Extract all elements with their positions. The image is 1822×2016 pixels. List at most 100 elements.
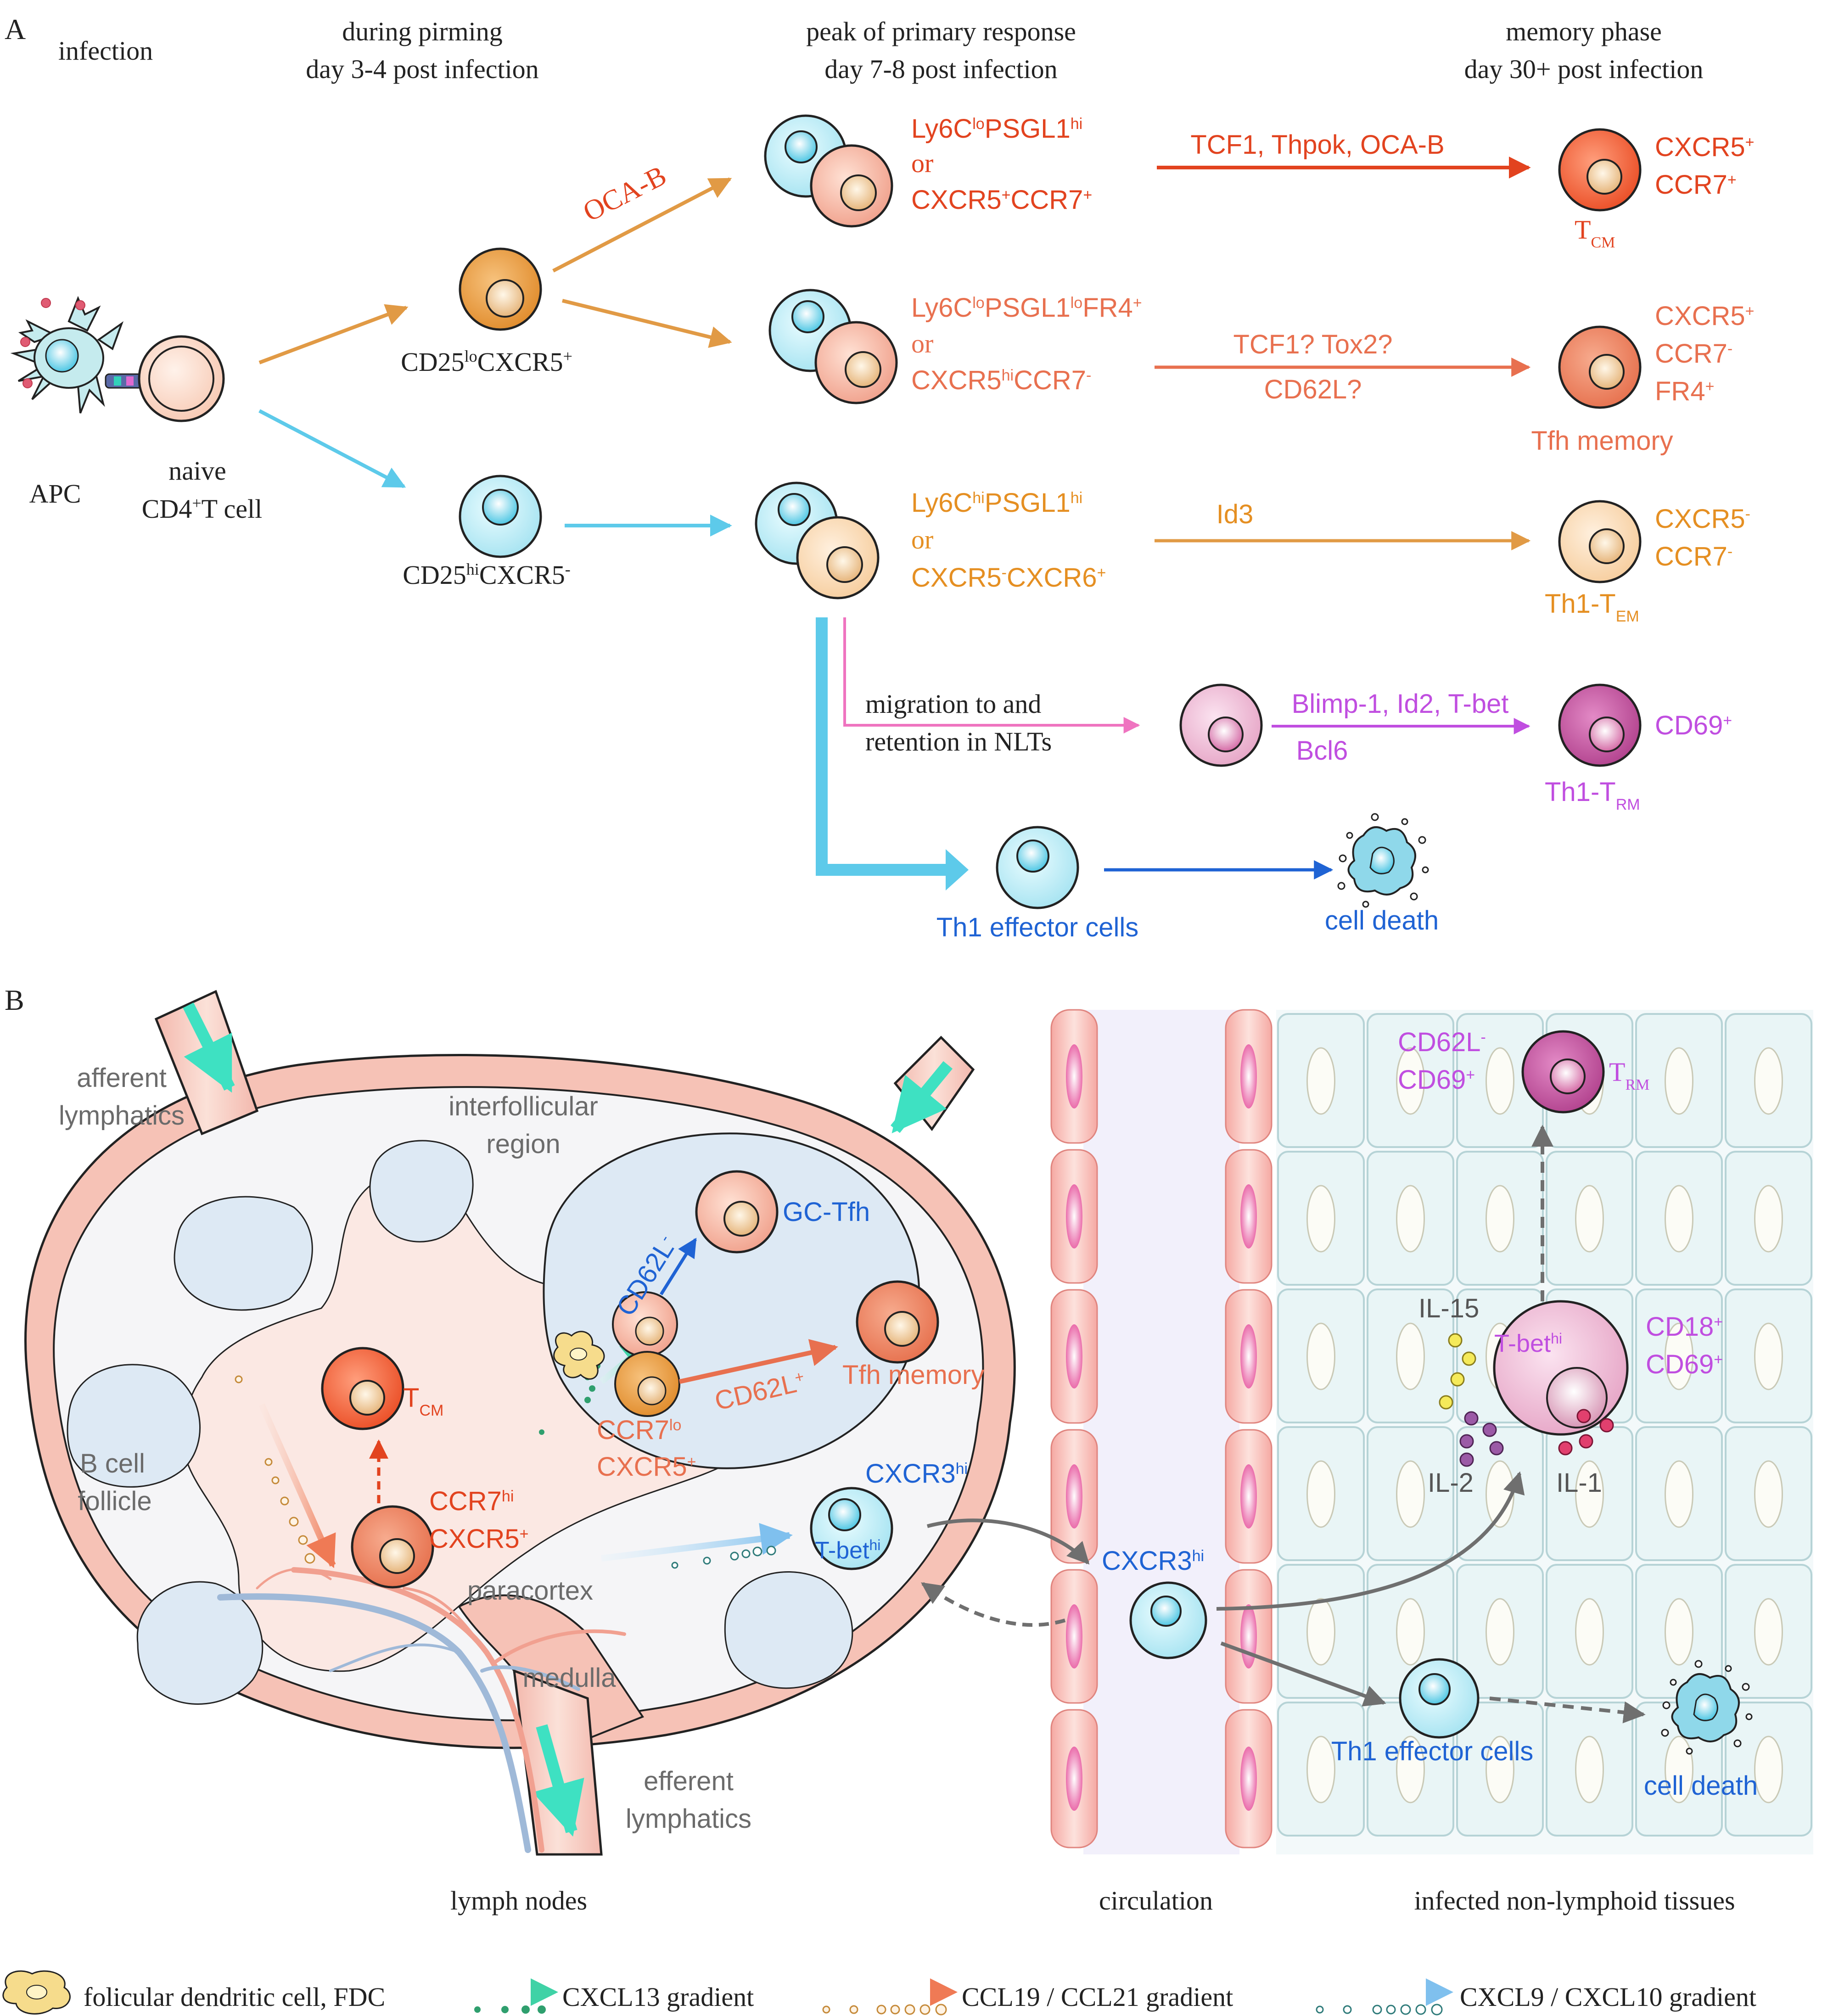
tcm-memory-name: TCM bbox=[1575, 215, 1615, 251]
tissue-cell-nucleus bbox=[1575, 1736, 1604, 1803]
blood-vessel bbox=[1050, 1009, 1273, 1854]
legend-fdc-icon bbox=[2, 1970, 71, 2015]
arrow-to-ln-tfh-memory bbox=[678, 1339, 838, 1384]
nlt-migrated-cell bbox=[1179, 683, 1263, 767]
cd25hi-label: CD25hiCXCR5- bbox=[403, 560, 571, 590]
cxcl9-dots bbox=[671, 1546, 776, 1569]
tissue-trm-cell bbox=[1521, 1030, 1605, 1114]
tfh-memory-marker1: CXCR5+ bbox=[1655, 301, 1754, 331]
tissue-cell-nucleus bbox=[1754, 1185, 1783, 1253]
circ-cxcr3hi-label: CXCR3hi bbox=[1102, 1546, 1204, 1576]
tcm-memory-marker2: CCR7+ bbox=[1655, 170, 1737, 200]
afferent-label-line2: lymphatics bbox=[59, 1101, 185, 1131]
tissue-cell-nucleus bbox=[1396, 1322, 1425, 1390]
tfh-pop-line1: Ly6CloPSGL1loFR4+ bbox=[911, 293, 1142, 323]
tfh-precursor-labels: Ly6CloPSGL1loFR4+ or CXCR5hiCCR7- bbox=[911, 293, 1142, 395]
arrow-tfh-factors-line2: CD62L? bbox=[1264, 375, 1362, 404]
efferent-label-line1: efferent bbox=[644, 1766, 734, 1796]
tcm-memory-labels: CXCR5+ CCR7+ TCM bbox=[1575, 132, 1754, 251]
tissue-cell-nucleus bbox=[1754, 1322, 1783, 1390]
tissue-cell-nucleus bbox=[1486, 1185, 1514, 1253]
legend-fdc-label: folicular dendritic cell, FDC bbox=[84, 1982, 385, 2012]
legend-cxcl13-dots bbox=[474, 2005, 546, 2014]
migration-label-line2: retention in NLTs bbox=[865, 727, 1052, 756]
tcm-memory-marker1: CXCR5+ bbox=[1655, 132, 1754, 162]
legend: folicular dendritic cell, FDC CXCL13 gra… bbox=[2, 1970, 1756, 2016]
arrow-circulation-to-effector bbox=[1220, 1641, 1386, 1707]
th1-precursor-labels: Ly6ChiPSGL1hi or CXCR5-CXCR6+ bbox=[911, 488, 1106, 593]
circulating-tcell bbox=[1129, 1581, 1207, 1659]
gc-tfh-label: GC-Tfh bbox=[783, 1197, 870, 1227]
thick-arrow-to-effector bbox=[816, 617, 955, 876]
tissue-cell-nucleus bbox=[1486, 1736, 1514, 1803]
tcm-memory-cell bbox=[1558, 128, 1642, 212]
th1-precursor-pair bbox=[755, 482, 880, 599]
panel-a-label: A bbox=[5, 13, 26, 45]
naive-label-line1: naive bbox=[168, 456, 226, 486]
tcm-pop-line1: Ly6CloPSGL1hi bbox=[911, 114, 1082, 144]
th1-tem-name: Th1-TEM bbox=[1545, 589, 1639, 625]
cytokine-il1-dots bbox=[1558, 1409, 1614, 1456]
ln-tbet-label: T-bethi bbox=[815, 1537, 880, 1564]
tissue-cell-nucleus bbox=[1665, 1460, 1693, 1528]
ln-cxcr3hi-label: CXCR3hi bbox=[865, 1459, 968, 1489]
arrow-ln-to-circulation bbox=[926, 1518, 1090, 1565]
arrow-to-gc-tfh bbox=[660, 1238, 697, 1295]
arrow-cd25lo-to-tcm-precursor bbox=[552, 177, 732, 273]
th1-pop-line1: Ly6ChiPSGL1hi bbox=[911, 488, 1082, 518]
arrow-naive-to-cd25lo bbox=[258, 304, 409, 364]
panel-b-label: B bbox=[5, 984, 24, 1016]
cxcl9-gradient-arrow bbox=[601, 1523, 793, 1562]
interfollicular-label-line1: interfollicular bbox=[448, 1092, 598, 1121]
tissue-cell-nucleus bbox=[1306, 1736, 1335, 1803]
tissue-cell-nucleus bbox=[1306, 1322, 1335, 1390]
arrow-tfh-factors-line1: TCF1? Tox2? bbox=[1233, 330, 1392, 359]
paracortex-label: paracortex bbox=[467, 1576, 593, 1606]
cytokine-il15-dots bbox=[1439, 1333, 1476, 1410]
tissue-cell-nucleus bbox=[1486, 1047, 1514, 1115]
ln-ccr7hi-label: CCR7hi CXCR5+ bbox=[429, 1486, 528, 1554]
tcm-pop-line3: CXCR5+CCR7+ bbox=[911, 185, 1092, 215]
bcell-follicle-label-line2: follicle bbox=[78, 1486, 151, 1516]
il15-label: IL-15 bbox=[1418, 1294, 1479, 1323]
cytokine-il2-dots bbox=[1459, 1411, 1504, 1467]
legend-ccl19-dots bbox=[822, 2004, 947, 2016]
tissue-cell-nucleus bbox=[1396, 1460, 1425, 1528]
migration-label-line1: migration to and bbox=[865, 689, 1041, 719]
ln-tfh-memory-label: Tfh memory bbox=[842, 1360, 984, 1390]
cytokine-labels: IL-15 IL-2 IL-1 bbox=[1418, 1294, 1602, 1498]
tissue-tbet-hi-cell bbox=[1493, 1300, 1629, 1436]
apoptotic-cell-icon bbox=[1337, 813, 1429, 908]
arrow-circulation-to-ln bbox=[921, 1582, 1066, 1627]
ln-ccr7hi-line2: CXCR5+ bbox=[429, 1524, 528, 1554]
tissue-cell-nucleus bbox=[1754, 1460, 1783, 1528]
th1-trm-marker: CD69+ bbox=[1655, 711, 1732, 740]
tissue-trm-markers: CD62L- CD69+ TRM bbox=[1398, 1027, 1649, 1095]
apc-label: APC bbox=[29, 479, 81, 509]
ln-tbet-hi-cell bbox=[810, 1487, 893, 1570]
arrow-migration-to-nlt bbox=[843, 617, 1140, 734]
arrow-tcm-factors: TCF1, Thpok, OCA-B bbox=[1190, 130, 1444, 160]
th1-trm-cell bbox=[1558, 683, 1642, 767]
apc-dendritic-cell bbox=[10, 296, 143, 414]
apoptotic-cell-icon-b bbox=[1661, 1660, 1753, 1755]
il2-label: IL-2 bbox=[1428, 1468, 1474, 1498]
tissue-cd18-marker1: CD18+ bbox=[1646, 1312, 1723, 1342]
header-priming-line2: day 3-4 post infection bbox=[306, 54, 538, 84]
legend-cxcl9-label: CXCL9 / CXCL10 gradient bbox=[1460, 1982, 1756, 2012]
arrow-cd25lo-to-tfh-precursor bbox=[562, 299, 732, 348]
footer-lymph-nodes: lymph nodes bbox=[450, 1886, 587, 1915]
arrow-circulation-to-tissue bbox=[1216, 1471, 1525, 1611]
legend-cxcl13-label: CXCL13 gradient bbox=[562, 1982, 754, 2012]
header-peak-line2: day 7-8 post infection bbox=[824, 54, 1057, 84]
tissue-cell-nucleus bbox=[1665, 1736, 1693, 1803]
tissue-cell-nucleus bbox=[1665, 1185, 1693, 1253]
tfh-memory-cell bbox=[1558, 325, 1642, 409]
tissue-cell-nucleus bbox=[1754, 1047, 1783, 1115]
efferent-label-line2: lymphatics bbox=[626, 1804, 751, 1834]
ln-ccr7hi-cell bbox=[351, 1505, 434, 1589]
trm-factors-line1: Blimp-1, Id2, T-bet bbox=[1292, 689, 1509, 719]
th1-trm-name: Th1-TRM bbox=[1545, 777, 1640, 813]
tissue-cell-nucleus bbox=[1486, 1598, 1514, 1666]
